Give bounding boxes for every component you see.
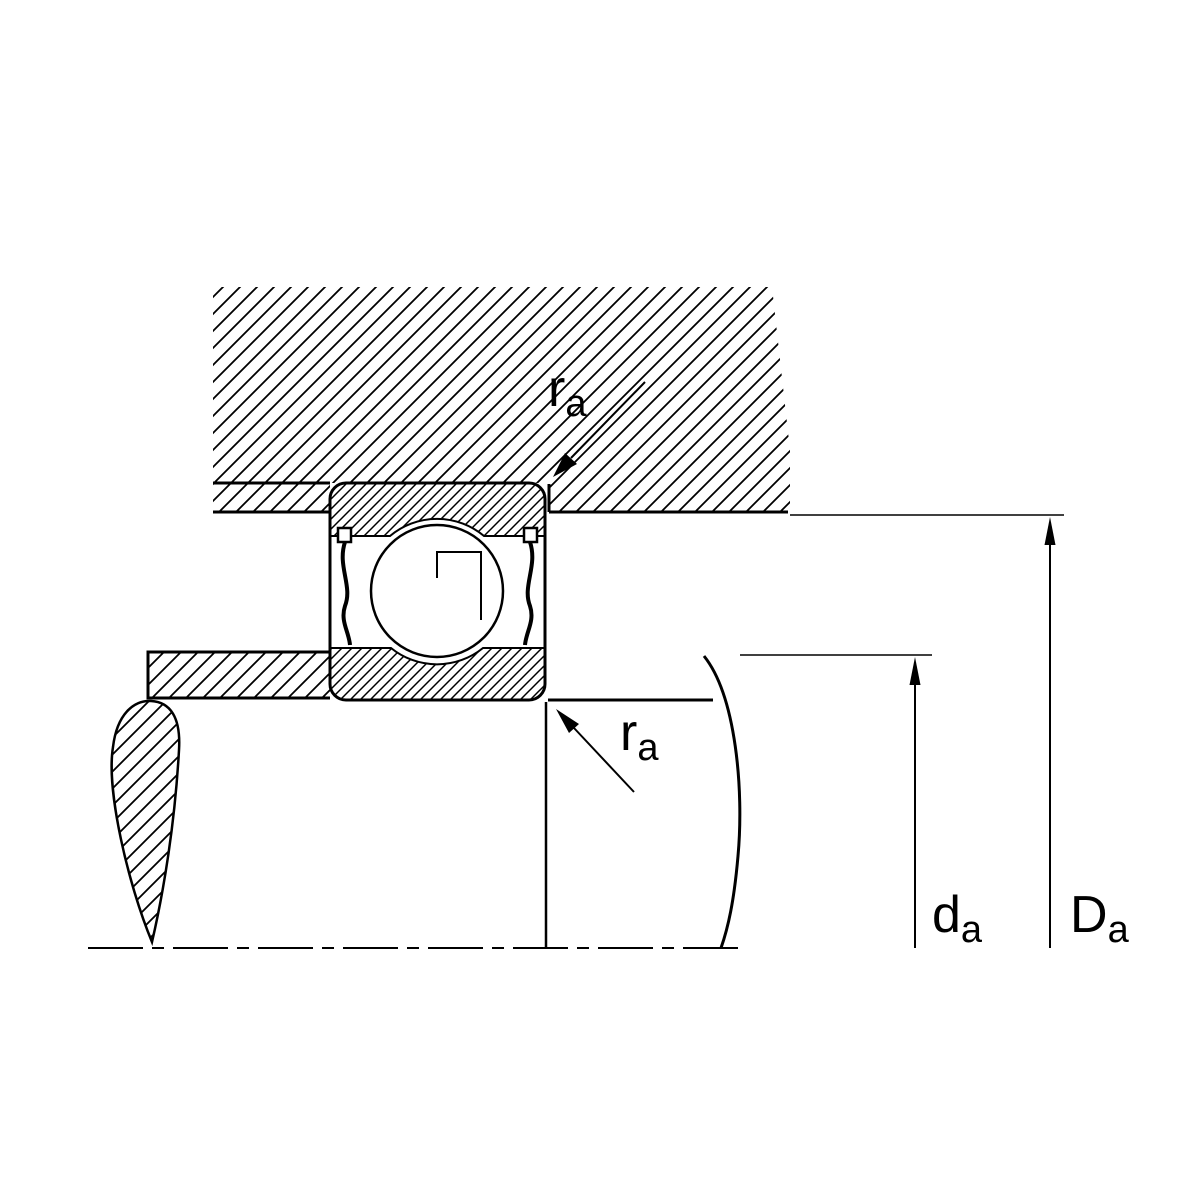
label-ra-top: ra <box>548 360 587 425</box>
outer-ring-section <box>330 483 545 537</box>
shaft-shoulder-hatch <box>148 652 330 698</box>
ra-top-arrowhead <box>553 453 577 477</box>
da-arrowhead-up <box>909 657 921 685</box>
callout-ra-top: ra <box>548 360 646 477</box>
bearing-cross-section <box>328 481 547 702</box>
Da-arrowhead-up <box>1044 517 1056 545</box>
ra-bottom-leader-line <box>573 727 635 793</box>
dimension-da: da <box>740 654 983 951</box>
seal-left <box>336 526 353 646</box>
ball <box>369 523 505 659</box>
housing-hatch-area <box>213 287 790 512</box>
shaft-section <box>110 650 742 949</box>
shaft-shoulder-outline <box>146 650 330 700</box>
label-Da: Da <box>1070 886 1130 951</box>
dimension-Da: Da <box>790 514 1130 951</box>
seal-right <box>522 526 539 646</box>
ra-top-leader-line <box>570 381 646 459</box>
ra-bottom-arrowhead <box>556 709 579 733</box>
inner-ring-section <box>330 647 545 700</box>
label-da: da <box>932 886 983 951</box>
shaft-break-section-leaf <box>110 699 181 947</box>
shaft-break-curve <box>702 655 742 949</box>
ball-groove-detail <box>436 551 482 620</box>
housing-section <box>213 287 790 514</box>
label-ra-bottom: ra <box>620 704 659 769</box>
callout-ra-bottom: ra <box>556 704 659 793</box>
